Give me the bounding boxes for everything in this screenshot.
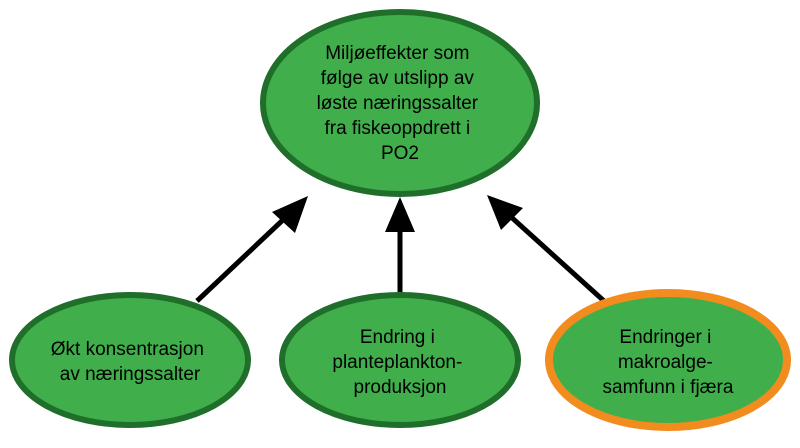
node-left-label: Økt konsentrasjon av næringssalter [51, 339, 209, 385]
node-right-line: makroalge- [618, 352, 713, 373]
node-right: Endringer i makroalge- samfunn i fjæra [545, 289, 791, 431]
node-right-line: Endringer i [619, 327, 711, 348]
arrow-right-to-top [487, 195, 606, 303]
node-middle-shape [279, 292, 521, 428]
node-top-shape [260, 9, 540, 197]
arrow-left-to-top [195, 196, 308, 303]
node-middle-line: Endring i [360, 327, 435, 348]
arrow-middle-to-top [385, 197, 415, 294]
node-left-line: Økt konsentrasjon [51, 339, 204, 360]
node-right-label: Endringer i makroalge- samfunn i fjæra [603, 327, 734, 398]
node-left-shape [9, 292, 251, 428]
node-right-line: samfunn i fjæra [603, 377, 734, 398]
node-top-line: fra fiskeoppdrett i [324, 118, 470, 139]
node-top-line: PO2 [381, 143, 419, 164]
node-top-line: løste næringssalter [317, 93, 479, 114]
node-middle-line: produksjon [354, 377, 447, 398]
arrows [195, 195, 606, 303]
node-top: Miljøeffekter som følge av utslipp av lø… [260, 9, 540, 197]
node-right-shape [545, 289, 791, 431]
node-middle-label: Endring i planteplankton- produksjon [332, 327, 467, 398]
node-middle: Endring i planteplankton- produksjon [279, 292, 521, 428]
node-middle-line: planteplankton- [332, 352, 462, 373]
node-left: Økt konsentrasjon av næringssalter [9, 292, 251, 428]
node-top-line: Miljøeffekter som [325, 43, 469, 64]
node-top-label: Miljøeffekter som følge av utslipp av lø… [317, 43, 484, 164]
node-left-line: av næringssalter [60, 364, 201, 385]
node-top-line: følge av utslipp av [321, 68, 475, 89]
